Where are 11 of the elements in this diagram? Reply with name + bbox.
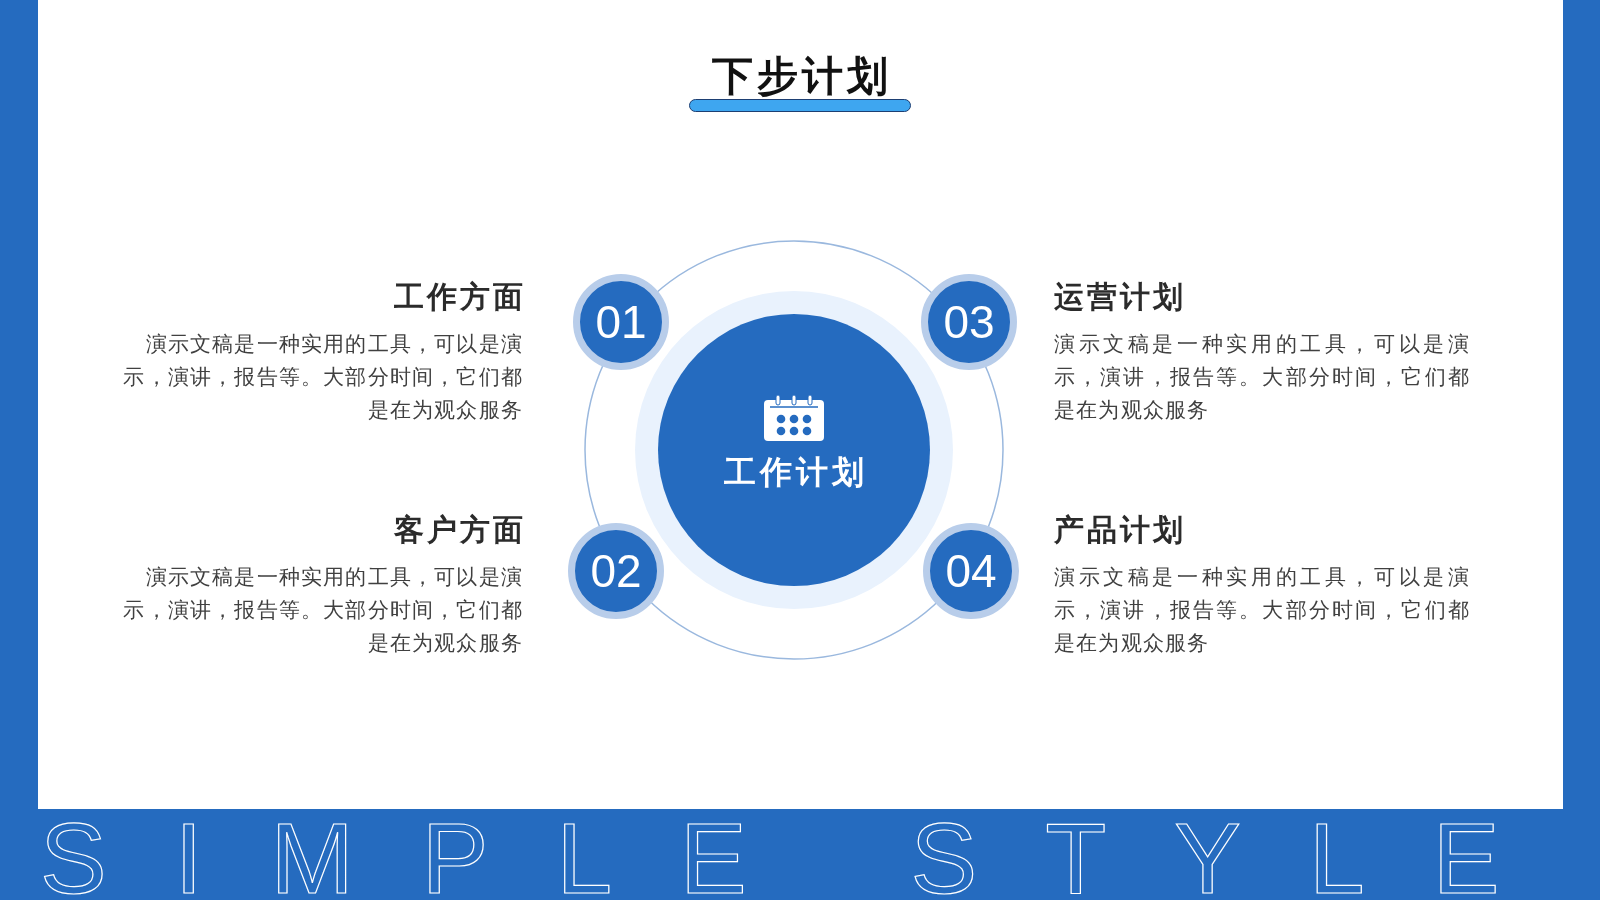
- section-heading: 工作方面: [394, 279, 526, 315]
- section-description: 演示文稿是一种实用的工具，可以是演示，演讲，报告等。大部分时间，它们都是在为观众服务: [1054, 330, 1470, 423]
- section-description: 演示文稿是一种实用的工具，可以是演示，演讲，报告等。大部分时间，它们都是在为观众服务: [1054, 563, 1470, 656]
- section-description: 演示文稿是一种实用的工具，可以是演示，演讲，报告等。大部分时间，它们都是在为观众服务: [122, 330, 523, 423]
- section-heading: 运营计划: [1054, 279, 1186, 315]
- slide-title: 下步计划: [711, 55, 892, 97]
- section-description: 演示文稿是一种实用的工具，可以是演示，演讲，报告等。大部分时间，它们都是在为观众服务: [122, 563, 523, 656]
- section-heading: 产品计划: [1054, 512, 1186, 548]
- section-heading: 客户方面: [394, 512, 526, 548]
- outline-slogan-text: SIMPLE STYLE: [40, 821, 1568, 895]
- hub-title: 工作计划: [723, 453, 868, 492]
